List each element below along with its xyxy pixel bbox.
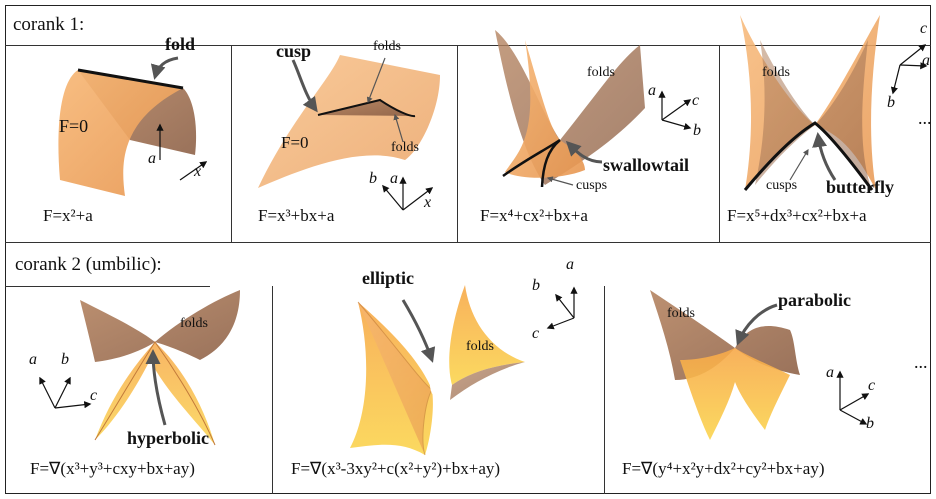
elliptic-pointer-arrow [401, 299, 436, 363]
label-parabolic-folds: folds [667, 306, 695, 321]
label-hyperbolic-folds: folds [180, 316, 208, 331]
axis-label-hyperbolic-a: a [29, 351, 37, 368]
column-divider-4 [272, 286, 273, 494]
label-butterfly-folds: folds [762, 65, 790, 80]
elliptic-c-axis [546, 317, 575, 330]
axis-label-hyperbolic-c: c [90, 387, 98, 404]
elliptic-b-axis [555, 293, 575, 319]
axis-label-elliptic-a: a [566, 256, 574, 273]
butterfly-surface [740, 15, 880, 191]
label-cusp-f-zero: F=0 [281, 133, 309, 152]
parabolic-pointer-arrow [735, 303, 778, 346]
section-label-corank2: corank 2 (umbilic): [15, 254, 162, 275]
axis-label-swallowtail-c: c [692, 92, 700, 109]
parabolic-surface [650, 290, 800, 440]
header-underline-corank2 [5, 286, 210, 287]
fold-surface [58, 68, 197, 196]
cusp-folds-leader-2 [393, 113, 404, 143]
swallowtail-surface [495, 30, 645, 188]
equation-parabolic: F=∇(y⁴+x²y+dx²+cy²+bx+ay) [622, 459, 825, 478]
label-swallowtail: swallowtail [603, 155, 690, 175]
butterfly-b-axis [890, 64, 901, 95]
axis-label-fold-a: a [148, 150, 156, 167]
parabolic-c-axis [839, 393, 870, 411]
butterfly-cusps-leader [789, 148, 809, 181]
label-swallowtail-cusps: cusps [576, 178, 608, 193]
elliptic-surface [350, 285, 525, 456]
butterfly-pointer-arrow [812, 132, 837, 181]
section-divider [5, 242, 931, 243]
axis-label-swallowtail-b: b [693, 122, 701, 139]
axis-label-elliptic-b: b [532, 277, 540, 294]
column-divider-3 [719, 45, 720, 242]
cusp-x-axis [402, 187, 434, 211]
axis-label-fold-x: x [194, 163, 202, 180]
parabolic-b-axis [839, 409, 868, 425]
label-elliptic-folds: folds [466, 339, 494, 354]
axis-label-butterfly-b: b [887, 94, 895, 111]
butterfly-c-axis [899, 44, 927, 66]
label-butterfly-cusps: cusps [766, 178, 798, 193]
column-divider-5 [604, 286, 605, 494]
cusp-b-axis [382, 184, 404, 211]
equation-butterfly: F=x⁵+dx³+cx²+bx+a [727, 206, 867, 225]
swallowtail-pointer-arrow [565, 140, 603, 164]
label-fold: fold [165, 34, 196, 54]
butterfly-d-axis [899, 62, 928, 70]
swallowtail-b-axis [661, 119, 692, 130]
hyperbolic-c-axis [54, 401, 92, 409]
equation-swallowtail: F=x⁴+cx²+bx+a [480, 206, 588, 225]
swallowtail-c-axis [661, 99, 692, 121]
label-swallowtail-folds: folds [587, 65, 615, 80]
axis-label-cusp-b: b [369, 170, 377, 187]
fold-pointer-arrow [150, 56, 179, 80]
axis-label-cusp-a: a [390, 170, 398, 187]
corank1-row-line [5, 45, 931, 46]
fold-x-axis [179, 161, 208, 181]
label-cusp: cusp [276, 41, 312, 61]
figure-frame [5, 5, 931, 494]
column-divider-2 [457, 45, 458, 242]
cusp-surface [258, 55, 440, 188]
axis-label-parabolic-b: b [866, 415, 874, 432]
label-hyperbolic: hyperbolic [127, 428, 210, 448]
axis-label-butterfly-d: a [922, 52, 930, 69]
equation-cusp: F=x³+bx+a [258, 206, 335, 225]
corank1-ellipsis: ... [918, 108, 932, 128]
label-elliptic: elliptic [362, 268, 414, 288]
axis-label-parabolic-c: c [868, 377, 876, 394]
hyperbolic-b-axis [54, 376, 71, 409]
label-parabolic: parabolic [778, 290, 852, 310]
equation-fold: F=x²+a [43, 206, 93, 225]
cusp-folds-leader-1 [366, 57, 386, 104]
label-cusp-folds-bottom: folds [391, 140, 419, 155]
hyperbolic-surface [80, 290, 240, 446]
swallowtail-cusps-leader [546, 176, 574, 186]
label-cusp-folds-top: folds [373, 39, 401, 54]
cusp-pointer-arrow [291, 59, 318, 113]
corank2-ellipsis: ... [914, 352, 928, 372]
equation-hyperbolic: F=∇(x³+y³+cxy+bx+ay) [30, 459, 195, 478]
section-label-corank1: corank 1: [13, 14, 85, 35]
axis-label-swallowtail-a: a [648, 82, 656, 99]
axis-label-elliptic-c: c [532, 325, 540, 342]
axis-label-hyperbolic-b: b [61, 351, 69, 368]
axis-label-parabolic-a: a [826, 364, 834, 381]
axis-label-cusp-x: x [424, 194, 432, 211]
axis-label-butterfly-c: c [920, 20, 928, 37]
label-butterfly: butterfly [826, 177, 894, 197]
hyperbolic-pointer-arrow [145, 349, 167, 426]
label-fold-f-zero: F=0 [59, 116, 89, 136]
equation-elliptic: F=∇(x³-3xy²+c(x²+y²)+bx+ay) [291, 459, 501, 478]
column-divider-1 [231, 45, 232, 242]
hyperbolic-a-axis [39, 376, 56, 409]
